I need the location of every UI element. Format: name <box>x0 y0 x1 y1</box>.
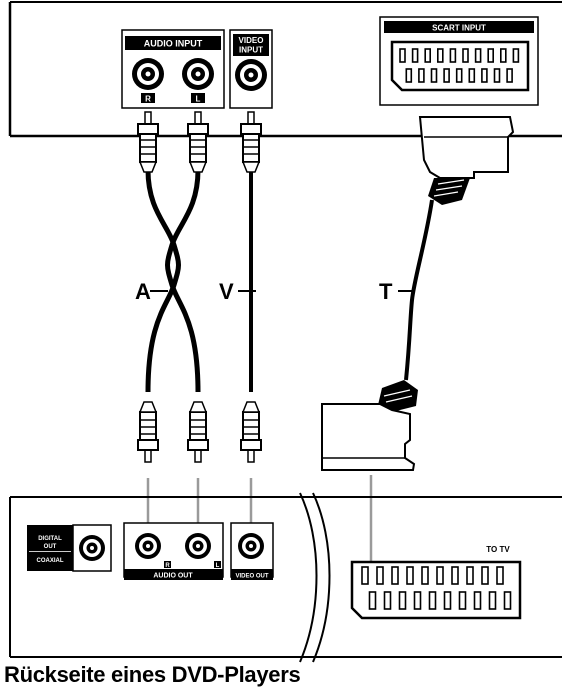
video-cable-letter: V <box>219 279 234 304</box>
video-input-label-line2: INPUT <box>239 46 263 55</box>
scart-pin <box>443 68 450 83</box>
scart-pin <box>468 68 476 83</box>
scart-pin <box>361 566 369 585</box>
audio-input-r-label: R <box>145 95 151 104</box>
video-out-jack <box>238 533 264 559</box>
connection-arrows <box>146 475 379 581</box>
scart-cable: T <box>321 116 515 471</box>
scart-pin <box>430 68 438 83</box>
scart-pin <box>424 48 432 63</box>
audio-out-block: R L AUDIO OUT <box>123 522 224 580</box>
digital-out-label-line1: DIGITAL <box>38 536 62 542</box>
scart-input-pins <box>399 48 520 83</box>
digital-out-label-line2: OUT <box>44 544 57 550</box>
rca-plugs <box>137 111 262 463</box>
lower-scart-plug <box>321 380 418 471</box>
to-tv-scart-pins <box>361 566 512 610</box>
scart-pin <box>411 48 419 63</box>
scart-pin <box>399 48 406 63</box>
scart-pin <box>462 48 469 63</box>
audio-out-l-jack <box>185 533 211 559</box>
scart-pin <box>421 566 429 585</box>
scart-pin <box>368 591 377 610</box>
panel-break <box>299 492 318 663</box>
rca-plug <box>187 111 209 173</box>
audio-input-l-jack <box>182 58 214 90</box>
video-cable: V <box>219 170 256 392</box>
scart-pin <box>481 68 488 83</box>
scart-pin <box>487 48 495 63</box>
scart-pin <box>488 591 497 610</box>
scart-pin <box>496 566 504 585</box>
scart-pin <box>474 48 482 63</box>
scart-pin <box>405 68 413 83</box>
scart-pin <box>458 591 467 610</box>
coaxial-label: COAXIAL <box>37 558 64 564</box>
to-tv-label: TO TV <box>486 545 510 554</box>
scart-input-block: SCART INPUT <box>379 16 539 106</box>
video-input-label-line1: VIDEO <box>239 36 264 45</box>
scart-pin <box>499 48 507 63</box>
scart-pin <box>512 48 520 63</box>
scart-pin <box>455 68 463 83</box>
scart-input-label: SCART INPUT <box>432 24 486 33</box>
tv-rear-panel: AUDIO INPUT R L VIDEO INPUT <box>8 1 562 138</box>
audio-cable: A <box>135 169 201 393</box>
to-tv-scart-block: TO TV <box>350 545 522 620</box>
audio-input-label: AUDIO INPUT <box>144 39 203 49</box>
scart-pin <box>506 68 513 83</box>
scart-pin <box>398 591 407 610</box>
scart-pin <box>413 591 422 610</box>
audio-input-block: AUDIO INPUT R L <box>121 29 225 109</box>
digital-out-coaxial-block: DIGITAL OUT COAXIAL <box>27 524 112 572</box>
upper-scart-plug <box>418 116 515 205</box>
scart-pin <box>449 48 457 63</box>
scart-pin <box>503 591 512 610</box>
scart-pin <box>493 68 501 83</box>
coaxial-jack <box>79 535 105 561</box>
audio-out-label: AUDIO OUT <box>153 573 193 580</box>
video-input-block: VIDEO INPUT <box>229 29 273 109</box>
video-out-label: VIDEO OUT <box>235 574 268 580</box>
scart-pin <box>481 566 489 585</box>
scart-pin <box>473 591 482 610</box>
audio-out-r-label: R <box>165 563 170 569</box>
scart-pin <box>436 48 444 63</box>
scart-pin <box>443 591 452 610</box>
video-out-block: VIDEO OUT <box>230 522 274 580</box>
scart-pin <box>451 566 459 585</box>
rca-plug <box>137 111 159 173</box>
scart-pin <box>418 68 425 83</box>
audio-input-l-label: L <box>196 95 201 104</box>
scart-pin <box>376 566 384 585</box>
scart-pin <box>391 566 399 585</box>
scart-pin <box>383 591 392 610</box>
audio-out-l-label: L <box>216 563 220 569</box>
rca-plug <box>240 111 262 173</box>
audio-cable-letter: A <box>135 279 151 304</box>
audio-input-r-jack <box>132 58 164 90</box>
scart-pin <box>406 566 414 585</box>
video-input-jack <box>235 59 267 91</box>
rca-plug <box>137 401 159 463</box>
scart-cable-letter: T <box>379 279 393 304</box>
rca-plug <box>187 401 209 463</box>
caption: Rückseite eines DVD-Players <box>4 662 301 687</box>
scart-pin <box>436 566 444 585</box>
scart-pin <box>428 591 437 610</box>
dvd-player-rear-panel: DIGITAL OUT COAXIAL <box>9 492 562 663</box>
rca-plug <box>240 401 262 463</box>
audio-out-r-jack <box>135 533 161 559</box>
scart-pin <box>466 566 474 585</box>
